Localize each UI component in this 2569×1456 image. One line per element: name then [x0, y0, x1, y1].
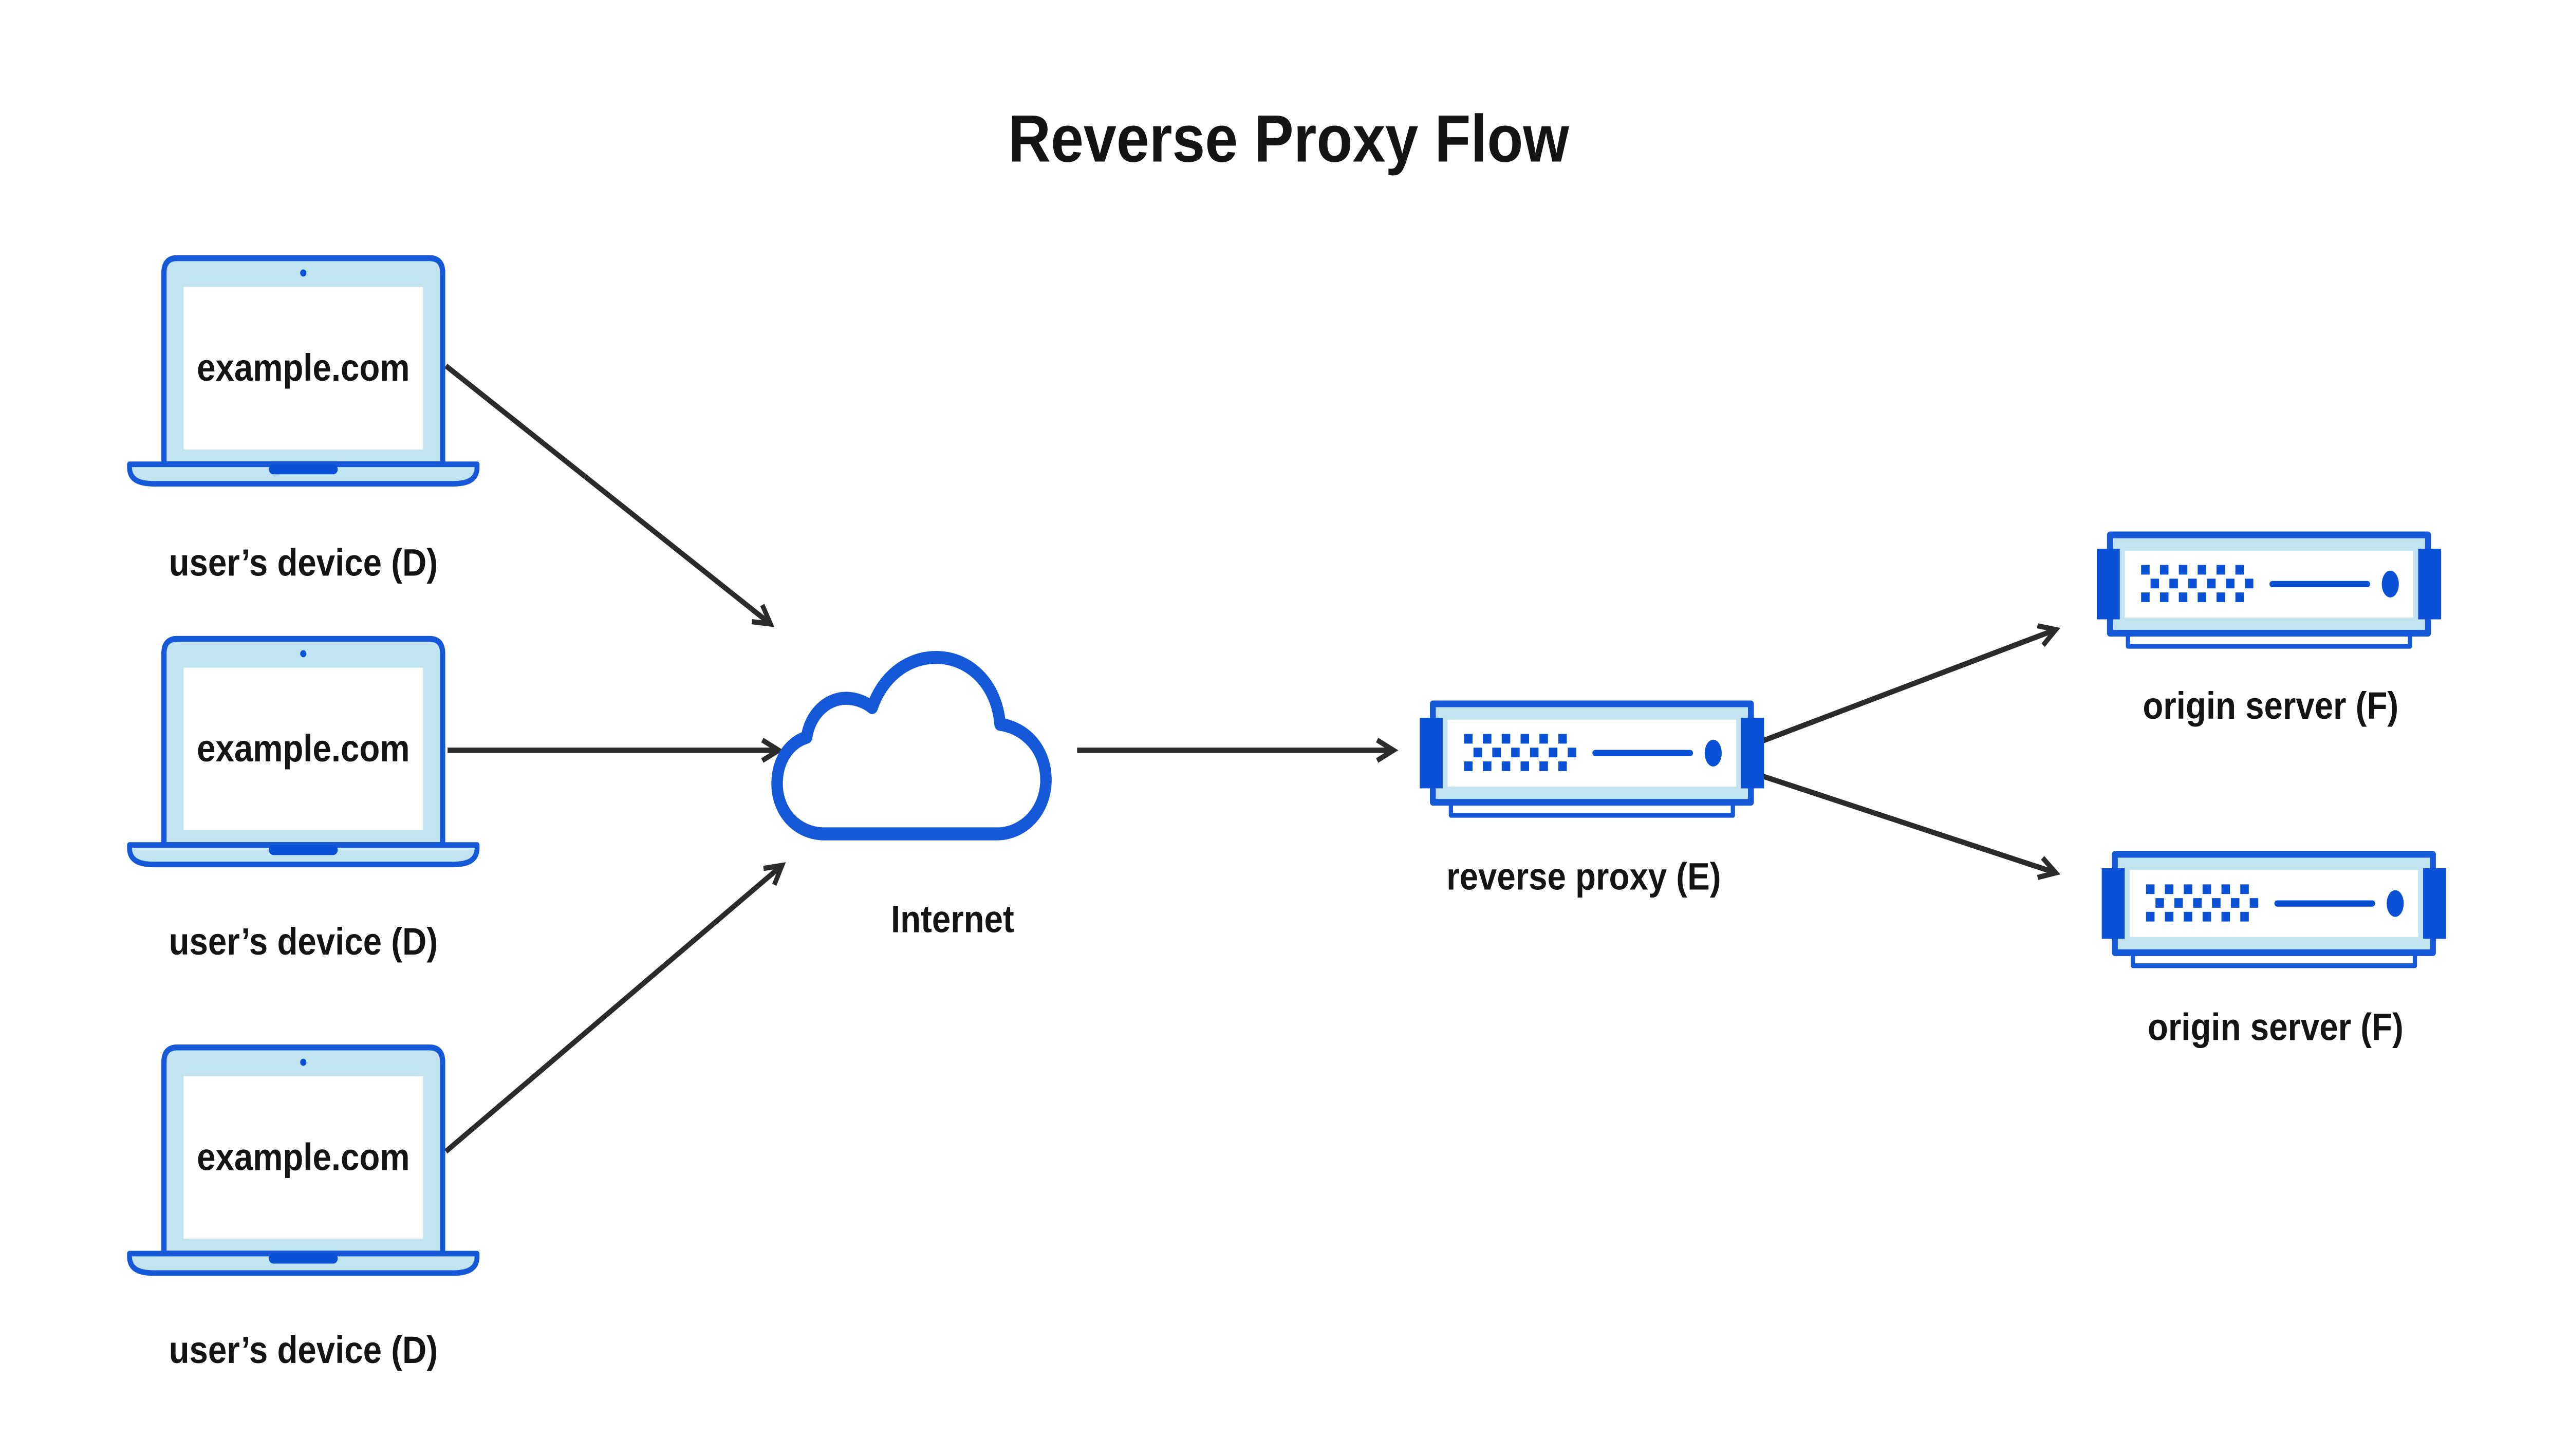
device2-screen-text: example.com	[197, 727, 409, 770]
rack-server-icon	[2102, 854, 2446, 966]
node-origin-server-2: origin server (F)	[2102, 854, 2446, 1048]
edge-proxy-origin2	[1757, 772, 2061, 880]
origin-server-1-label: origin server (F)	[2143, 684, 2398, 727]
device1-label: user’s device (D)	[169, 542, 438, 584]
reverse-proxy-label: reverse proxy (E)	[1446, 855, 1721, 898]
device3-label: user’s device (D)	[169, 1329, 438, 1371]
device2-label: user’s device (D)	[169, 920, 438, 963]
device1-screen-text: example.com	[197, 346, 409, 389]
rack-server-icon	[2097, 535, 2441, 646]
edge-proxy-origin1	[1757, 623, 2061, 745]
node-user-device-3: example.com user’s device (D)	[129, 1048, 477, 1371]
rack-server-icon	[1420, 704, 1764, 815]
flow-arrows	[444, 363, 2061, 1154]
internet-label: Internet	[891, 898, 1014, 941]
edge-device3-internet	[444, 862, 786, 1154]
node-user-device-2: example.com user’s device (D)	[129, 639, 477, 963]
node-reverse-proxy: reverse proxy (E)	[1420, 704, 1764, 898]
edge-device1-internet	[444, 363, 775, 627]
cloud-icon	[771, 650, 1052, 841]
node-internet: Internet	[771, 650, 1052, 941]
origin-server-2-label: origin server (F)	[2148, 1005, 2404, 1048]
node-origin-server-1: origin server (F)	[2097, 535, 2441, 727]
device3-screen-text: example.com	[197, 1136, 409, 1179]
node-user-device-1: example.com user’s device (D)	[129, 258, 477, 584]
page-title: Reverse Proxy Flow	[1008, 102, 1569, 176]
